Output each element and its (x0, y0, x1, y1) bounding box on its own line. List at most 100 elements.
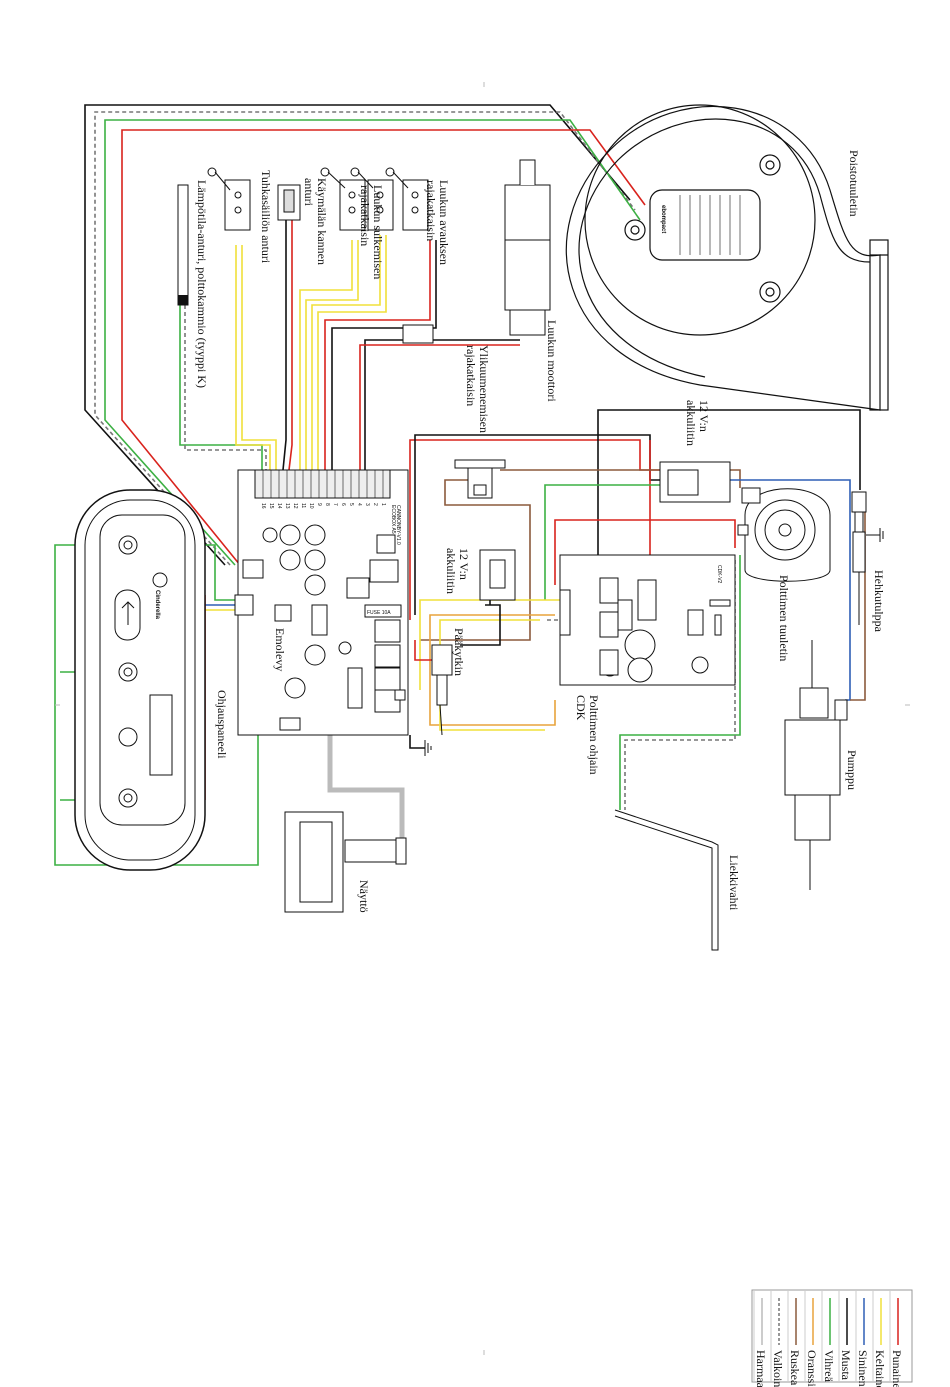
page-marks (55, 82, 910, 1355)
label-paakytkin: Pääkytkin (452, 628, 466, 676)
fuse-label: FUSE 10A (367, 610, 391, 616)
terminal-9: 9 (316, 503, 322, 506)
label-poistotuuletin: Poistotuuletin (847, 150, 861, 217)
label-luukun-avauksen: Luukun avauksenrajakatkaisin (424, 180, 451, 265)
label-akkuliitin-top: 12 V:nakkuliitin (684, 400, 711, 446)
label-polttimen-tuuletin: Polttimen tuuletin (777, 575, 791, 661)
wire-open-1 (324, 240, 431, 470)
wire-flame-white (624, 560, 736, 810)
label-pumppu: Pumppu (845, 750, 859, 790)
legend: PunainenKeltainenSininenMustaVihreäOrans… (751, 1289, 913, 1387)
wire-switch-black (460, 604, 501, 646)
control-panel (74, 489, 206, 871)
wire-lid-1 (299, 240, 353, 470)
legend-label-6: Ruskea (788, 1350, 802, 1386)
label-emolevy: Emolevy (273, 628, 287, 671)
wire-fan-black (84, 104, 631, 566)
wire-batt-top-black (414, 434, 660, 615)
terminal-15: 15 (268, 503, 274, 509)
label-lampotila: Lämpötila-anturi, polttokammio (tyyppi K… (195, 180, 209, 388)
exhaust-fan: ebompact (565, 104, 889, 411)
ebus-label: ebompact (660, 205, 666, 233)
terminal-3: 3 (364, 503, 370, 506)
battery-connector-mid (479, 549, 516, 601)
wire-close-1 (311, 235, 381, 470)
wire-close-2 (317, 235, 387, 470)
wire-motor-1 (364, 339, 520, 470)
terminal-12: 12 (292, 503, 298, 509)
wire-cdk-mb-orange (429, 614, 556, 726)
terminal-5: 5 (348, 503, 354, 506)
legend-label-4: Vihreä (822, 1350, 836, 1383)
ash-sensor (277, 184, 301, 221)
label-ohjauspaneeli: Ohjauspaneeli (215, 690, 229, 759)
legend-label-0: Punainen (890, 1350, 904, 1387)
wire-motor-2 (359, 344, 520, 470)
terminal-10: 10 (308, 503, 314, 509)
wire-overheat-1 (420, 479, 531, 641)
pump (784, 640, 848, 890)
label-luukun-moottori: Luukun moottori (545, 320, 559, 402)
switch-close (350, 167, 394, 231)
label-akkuliitin-mid: 12 V:nakkuliitin (444, 548, 471, 594)
terminal-14: 14 (276, 503, 282, 509)
display (284, 811, 407, 913)
wire-open-2 (331, 240, 437, 470)
glow-plug (851, 491, 867, 625)
ebus-connector (649, 189, 761, 261)
legend-label-1: Keltainen (873, 1350, 887, 1387)
board-sub: ECOBOX A5 (390, 505, 396, 534)
wire-temp-white (184, 305, 267, 470)
label-polttimen-ohjain: Polttimen ohjainCDK (574, 695, 601, 775)
wire-ground (409, 735, 425, 749)
mainboard (234, 469, 409, 736)
wire-temp-green (179, 305, 263, 470)
legend-label-5: Oranssi (805, 1350, 819, 1387)
battery-connector-top (659, 461, 731, 503)
switch-1 (207, 167, 251, 231)
legend-label-8: Harmaa (754, 1350, 768, 1387)
wire-fan-red (121, 129, 646, 566)
flame-sensor (614, 809, 719, 951)
ground-symbol (424, 740, 432, 756)
burner-fan (737, 487, 831, 582)
terminal-8: 8 (324, 503, 330, 506)
wire-cdk-fan-green (544, 484, 660, 600)
terminal-numbers: 1 2 3 4 5 6 7 8 9 10 11 12 13 14 15 16 (260, 503, 386, 509)
cdk-controller (559, 554, 736, 686)
wire-ash-1 (282, 220, 287, 471)
main-switch (431, 644, 453, 736)
wire-ash-2 (288, 220, 293, 471)
terminal-2: 2 (372, 503, 378, 506)
label-kayttajan-kannen: Käymälän kannenanturi (302, 178, 329, 265)
wire-fan-white (94, 111, 636, 566)
switch-open (385, 167, 429, 231)
terminal-1: 1 (380, 503, 386, 506)
label-liekkivahti: Liekkivahti (727, 855, 741, 911)
wire-flame-green (619, 555, 741, 810)
label-ylikuumenemisen: Ylikuumenemisenrajakatkaisin (464, 345, 491, 433)
door-motor (402, 159, 551, 344)
label-tuhkasailion: Tuhkasäiliön anturi (259, 170, 273, 264)
label-hehkutulppa: Hehkutulppa (872, 570, 886, 633)
temperature-sensor (177, 184, 189, 306)
terminal-6: 6 (340, 503, 346, 506)
wire-cdk-glow (554, 519, 736, 585)
legend-label-3: Musta (839, 1350, 853, 1381)
wire-switch1-y1 (235, 245, 271, 470)
wire-batt-top-black2 (597, 409, 861, 555)
overheat-switch (454, 459, 506, 499)
wire-panel-green (54, 544, 259, 866)
terminal-16: 16 (260, 503, 266, 509)
label-naytto: Näyttö (357, 880, 371, 913)
terminal-7: 7 (332, 503, 338, 506)
wire-lid-2 (305, 240, 359, 470)
legend-label-7: Valkoinen (771, 1350, 785, 1387)
wire-fan-green (104, 119, 641, 566)
label-luukun-sulkemisen: Luukun sulkemisenrajakatkaisin (358, 185, 385, 279)
board-title: CANNONBY-V1.0 (395, 505, 401, 545)
glow-plug-ground (866, 528, 884, 542)
terminal-4: 4 (356, 503, 362, 506)
brand-label: Cinderella (154, 590, 160, 620)
